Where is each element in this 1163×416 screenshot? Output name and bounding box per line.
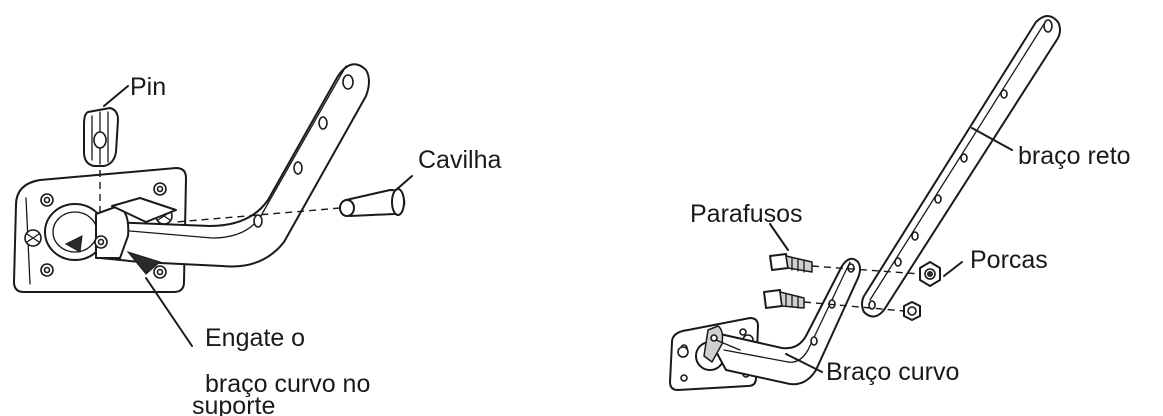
label-pin: Pin (130, 73, 166, 101)
nut-lower (903, 301, 921, 321)
curved-arm-left (94, 63, 370, 268)
label-parafusos: Parafusos (690, 200, 803, 228)
cavilha-part (339, 188, 406, 217)
leader-engate (145, 277, 193, 347)
curved-arm-right (703, 257, 861, 386)
leader-braco-reto (971, 127, 1013, 151)
label-braco-curvo: Braço curvo (826, 358, 959, 386)
label-braco-reto: braço reto (1018, 142, 1131, 170)
pin-part (83, 107, 119, 167)
nut-upper (919, 261, 941, 287)
label-engate-line3: suporte (192, 392, 275, 416)
bolt-lower (763, 289, 805, 309)
left-assembly (13, 63, 406, 293)
leader-parafusos (769, 223, 789, 251)
leader-braco-curvo (785, 353, 823, 373)
bolt-upper (769, 253, 813, 273)
label-porcas: Porcas (970, 246, 1048, 274)
leader-pin (103, 85, 129, 107)
right-assembly (669, 15, 1061, 391)
label-engate-line2: braço curvo no (205, 370, 370, 398)
leader-porcas (943, 261, 963, 277)
straight-arm-right (861, 15, 1061, 318)
label-engate-line1: Engate o (205, 324, 305, 352)
label-cavilha: Cavilha (418, 146, 501, 174)
leader-cavilha (395, 175, 413, 191)
